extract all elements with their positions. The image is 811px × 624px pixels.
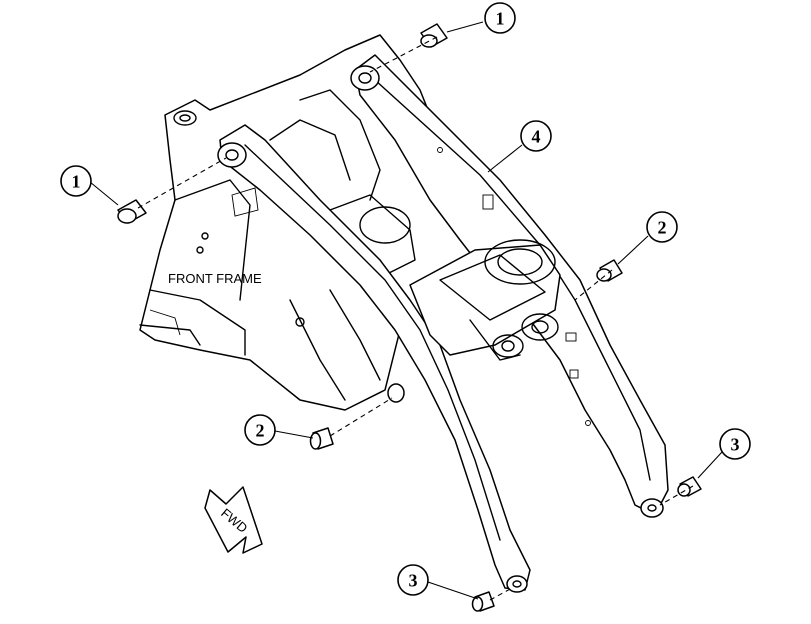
bushing-1-top [420,23,448,48]
callout-2-left: 2 [244,414,276,446]
front-frame-label: FRONT FRAME [168,271,262,286]
callout-1-top-number: 1 [496,9,505,29]
callout-1-top: 1 [484,2,516,34]
callout-3-right: 3 [719,428,751,460]
assembly-center-lines [137,36,694,601]
callout-4: 4 [520,120,552,152]
callout-2-right: 2 [646,211,678,243]
fwd-arrow: FWD [204,486,263,554]
callout-leaders [89,21,723,600]
lift-arm-assembly [217,54,669,593]
callout-1-left-number: 1 [72,172,81,192]
bushing-1-left [117,199,147,224]
callout-4-number: 4 [532,127,541,147]
callout-2-right-number: 2 [658,218,667,238]
callout-3-bottom-number: 3 [409,571,418,591]
callout-2-left-number: 2 [256,421,265,441]
bushing-3-bottom [471,591,495,612]
callout-1-left: 1 [60,165,92,197]
callout-3-right-number: 3 [731,435,740,455]
callout-3-bottom: 3 [397,564,429,596]
bushing-2-left [309,427,334,450]
